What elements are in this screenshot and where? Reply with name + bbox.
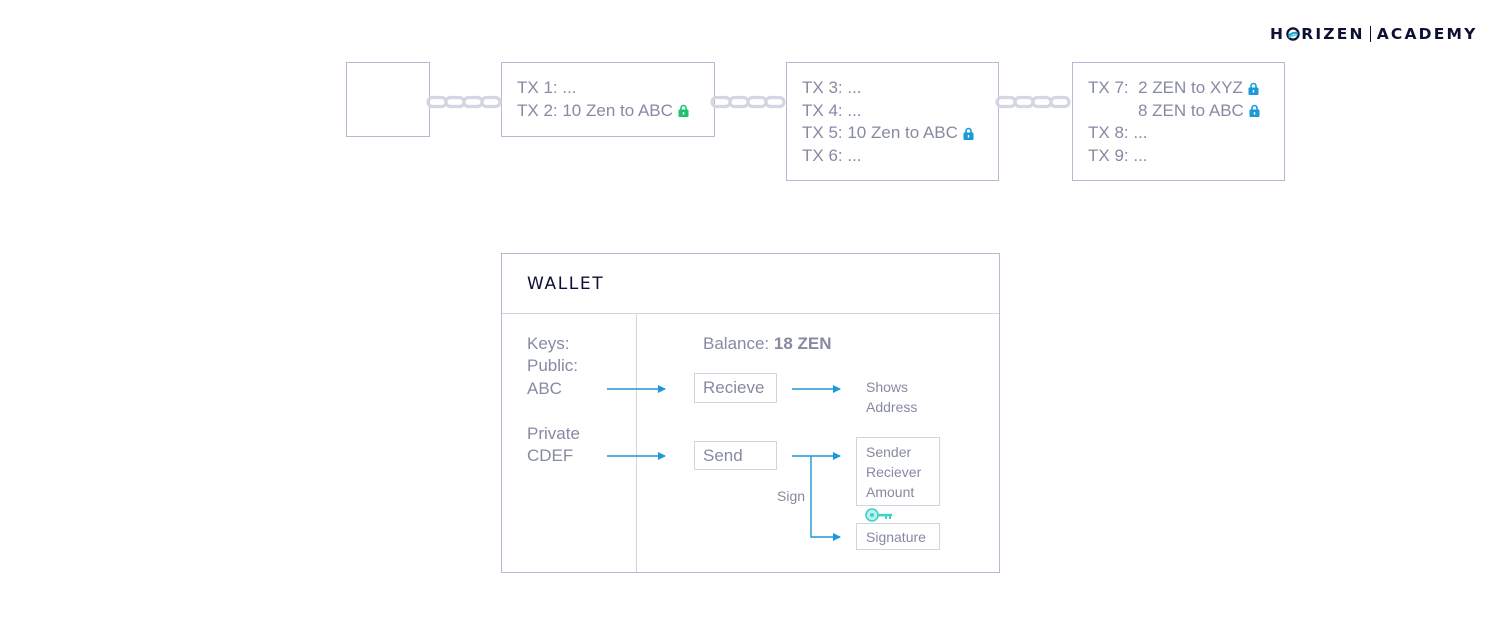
logo-academy: ACADEMY xyxy=(1376,25,1478,43)
wallet-panel xyxy=(501,253,1000,573)
arrow-sign-to-signature xyxy=(810,456,841,541)
chain-link-icon xyxy=(995,95,1071,109)
balance-label: Balance: xyxy=(703,334,770,353)
block-1: TX 1: ... TX 2: 10 Zen to ABC xyxy=(501,62,715,137)
horizen-academy-logo: H RIZEN ACADEMY xyxy=(1270,24,1478,44)
wallet-divider xyxy=(502,313,999,315)
tx-line: TX 8: ... xyxy=(1088,123,1148,142)
tx-line: TX 2: 10 Zen to ABC xyxy=(517,100,689,123)
chain-link-icon xyxy=(426,95,502,109)
public-label: Public: xyxy=(527,356,579,375)
sender-field: Sender xyxy=(866,444,912,460)
send-button[interactable]: Send xyxy=(694,441,777,470)
lock-icon xyxy=(1248,79,1259,95)
amount-field: Amount xyxy=(866,484,915,500)
tx-line: TX 1: ... xyxy=(517,78,577,97)
tx-line: TX 3: ... xyxy=(802,78,862,97)
receive-button[interactable]: Recieve xyxy=(694,373,777,403)
lock-icon xyxy=(963,124,974,140)
balance: Balance: 18 ZEN xyxy=(703,334,832,354)
tx-line: TX 4: ... xyxy=(802,100,862,120)
block-3: TX 7: 2 ZEN to XYZ 8 ZEN to ABC TX 8: ..… xyxy=(1072,62,1285,181)
block-2-transactions: TX 3: ... TX 4: ... TX 5: 10 Zen to ABC … xyxy=(802,77,974,167)
public-key-value: ABC xyxy=(527,379,562,398)
lock-icon xyxy=(678,101,689,118)
sign-label: Sign xyxy=(777,488,806,504)
tx-line: TX 5: 10 Zen to ABC xyxy=(802,122,974,145)
block-0 xyxy=(346,62,430,137)
wallet-column-divider xyxy=(636,314,638,572)
receiver-field: Reciever xyxy=(866,464,922,480)
logo-h: H xyxy=(1270,25,1286,43)
logo-divider xyxy=(1369,26,1371,42)
tx-line: TX 6: ... xyxy=(802,145,862,165)
key-icon xyxy=(865,508,892,522)
tx-line: TX 7: 2 ZEN to XYZ xyxy=(1088,77,1260,100)
tx-line: TX 9: ... xyxy=(1088,145,1148,165)
signature-box: Signature xyxy=(856,523,940,550)
tx-line: 8 ZEN to ABC xyxy=(1088,100,1260,123)
logo-rizen: RIZEN xyxy=(1301,25,1365,43)
shows-address-text: Shows Address xyxy=(866,379,918,415)
block-1-transactions: TX 1: ... TX 2: 10 Zen to ABC xyxy=(517,77,689,122)
balance-value: 18 ZEN xyxy=(773,334,832,353)
wallet-title: WALLET xyxy=(527,274,605,294)
lock-icon xyxy=(1249,101,1260,118)
transaction-fields-box: Sender Reciever Amount xyxy=(856,437,940,506)
private-key-value: CDEF xyxy=(527,446,574,465)
block-3-transactions: TX 7: 2 ZEN to XYZ 8 ZEN to ABC TX 8: ..… xyxy=(1088,77,1260,167)
block-2: TX 3: ... TX 4: ... TX 5: 10 Zen to ABC … xyxy=(786,62,999,181)
horizen-logo-icon xyxy=(1286,27,1300,41)
private-label: Private xyxy=(527,424,580,443)
chain-link-icon xyxy=(710,95,786,109)
keys-label: Keys: xyxy=(527,334,570,353)
